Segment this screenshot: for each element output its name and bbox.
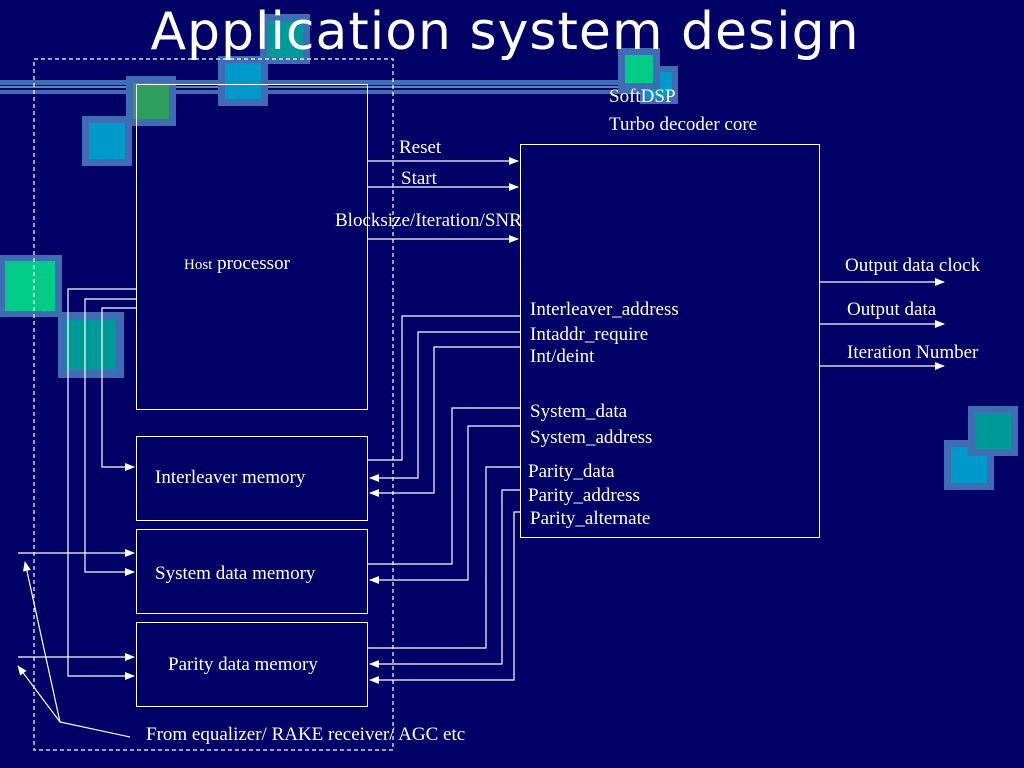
parity-data-memory-label: Parity data memory [168, 654, 318, 675]
wire-parity-address [369, 489, 520, 668]
signal-start-label: Start [401, 168, 437, 189]
wire-interleaver-address [368, 315, 520, 461]
system-data-memory-block: System data memory [136, 529, 368, 614]
wire-int-deint [369, 346, 520, 497]
host-label-prefix: Host [184, 257, 213, 273]
decor-square [5, 261, 55, 311]
decor-bar-thin [0, 86, 660, 88]
output-data-clock-label: Output data clock [845, 255, 981, 276]
decor-square [133, 83, 169, 119]
wire-source-pointer-a [23, 561, 131, 738]
port-system-address: System_address [530, 427, 653, 448]
host-processor-block: Host processor [136, 84, 368, 410]
decor-square [66, 320, 116, 370]
wire-host-to-system [84, 298, 136, 576]
parity-data-memory-block: Parity data memory [136, 622, 368, 707]
wire-intaddr-require [369, 331, 520, 482]
page-title: Application system design [150, 2, 860, 62]
port-parity-address: Parity_address [528, 485, 640, 506]
interleaver-memory-block: Interleaver memory [136, 436, 368, 521]
signal-blocksize-label: Blocksize/Iteration/SNR [335, 210, 522, 231]
decor-bar-top [0, 80, 660, 85]
source-label: From equalizer/ RAKE receiver/ AGC etc [146, 724, 466, 745]
host-processor-label: Host processor [184, 253, 290, 276]
port-parity-alternate: Parity_alternate [530, 508, 651, 529]
turbo-decoder-core-block [520, 144, 820, 538]
port-system-data: System_data [530, 401, 628, 422]
port-int-deint: Int/deint [530, 346, 595, 367]
port-interleaver-address: Interleaver_address [530, 299, 679, 320]
signal-reset-label: Reset [399, 137, 442, 158]
interleaver-memory-label: Interleaver memory [155, 467, 306, 488]
wire-host-to-interleaver [101, 307, 136, 471]
decor-square [225, 63, 261, 99]
system-data-memory-label: System data memory [155, 563, 316, 584]
wire-host-to-parity [67, 288, 136, 680]
port-parity-data: Parity_data [528, 461, 615, 482]
wire-source-pointer-b [17, 665, 61, 723]
core-title-line1: SoftDSP [609, 86, 676, 107]
wire-system-address [369, 425, 520, 584]
core-title-line2: Turbo decoder core [609, 114, 758, 135]
decor-square [267, 21, 303, 57]
decor-square [89, 123, 125, 159]
port-intaddr-require: Intaddr_require [530, 324, 649, 345]
wire-parity-alternate [369, 511, 520, 684]
wire-system-data [368, 407, 520, 565]
iteration-number-label: Iteration Number [847, 342, 979, 363]
decor-bar-bottom [0, 90, 660, 94]
wire-parity-data [368, 466, 520, 649]
host-label-suffix: processor [212, 253, 290, 274]
decor-square [975, 413, 1011, 449]
output-data-label: Output data [847, 299, 937, 320]
decor-square [625, 55, 653, 83]
